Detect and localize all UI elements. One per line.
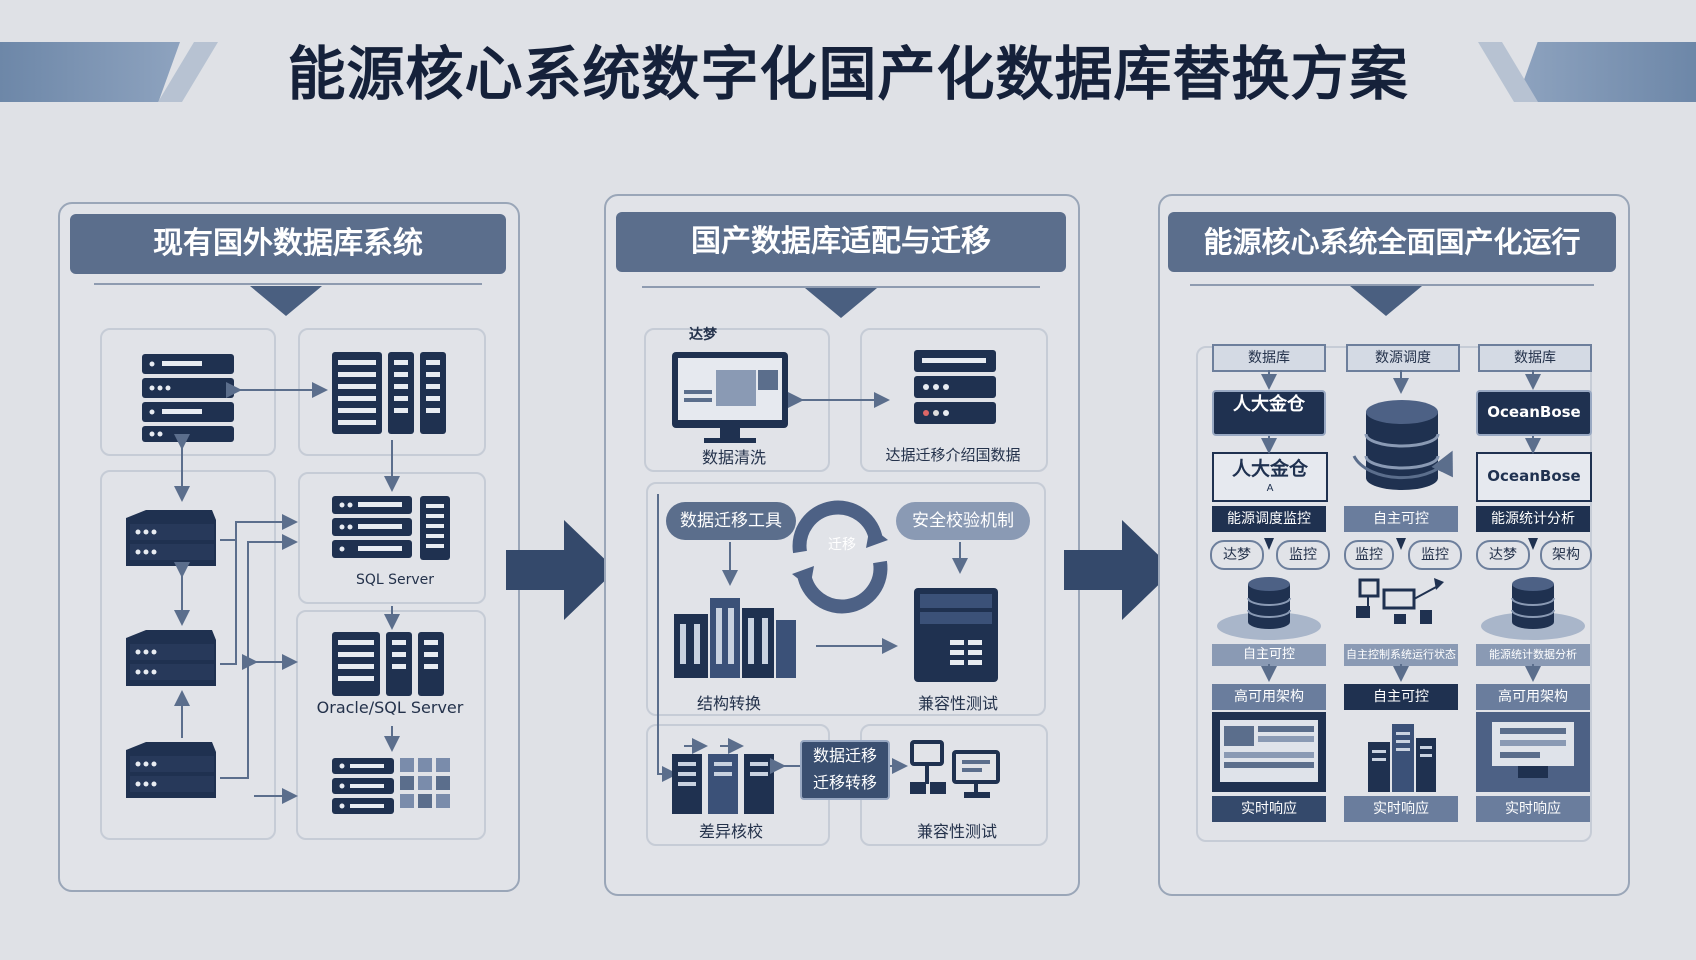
- box-server-icon-1: [126, 510, 216, 566]
- database-cylinder-icon: [1352, 400, 1453, 490]
- panel-heading-legacy: 现有国外数据库系统: [70, 214, 506, 274]
- operation-diagram-graphics: [1212, 370, 1590, 792]
- col3-arch: 高可用架构: [1476, 684, 1590, 710]
- data-racks-icon: [672, 738, 774, 814]
- migration-diagram-graphics: [657, 350, 1000, 814]
- col1-product-sub: A: [1266, 483, 1274, 494]
- col2-header: 数源调度: [1346, 344, 1460, 372]
- col3-label: 能源统计分析: [1476, 506, 1590, 532]
- label-compat-test-2: 兼容性测试: [916, 822, 997, 841]
- col1-small-tag: 自主可控: [1212, 644, 1326, 666]
- down-pointer-icon: [805, 288, 877, 318]
- col1-pill-left: 达梦: [1210, 540, 1264, 570]
- label-cycle: 迁移: [828, 537, 856, 553]
- col2-bottom: 实时响应: [1344, 796, 1458, 822]
- database-small-icon-3: [1481, 577, 1585, 640]
- tag-data-migration: 数据迁移 迁移转移: [800, 740, 890, 800]
- col1-arch: 高可用架构: [1212, 684, 1326, 710]
- col2-small-tag: 自主控制系统运行状态: [1344, 644, 1458, 666]
- migration-cycle-icon: [792, 500, 888, 614]
- tag-migration-tool: 数据迁移工具: [666, 502, 796, 540]
- buildings-small-icon: [1368, 724, 1436, 792]
- storage-rack-icon: [332, 758, 394, 814]
- dashboard-icon-3: [1476, 712, 1590, 792]
- header-stripe-right: [1516, 42, 1696, 102]
- grid-blocks-icon: [400, 758, 450, 808]
- label-oracle-sql-server: Oracle/SQL Server: [316, 698, 464, 717]
- col2-pill-right: 监控: [1408, 540, 1462, 570]
- legacy-diagram-graphics: [126, 352, 450, 814]
- group-migration-tools: [646, 482, 1046, 716]
- dashboard-icon-1: [1212, 712, 1326, 792]
- label-diff-check: 差异核校: [698, 822, 763, 841]
- panel-heading-operation: 能源核心系统全面国产化运行: [1168, 212, 1616, 272]
- data-table-icon: [332, 352, 446, 434]
- header-stripe-left: [0, 42, 180, 102]
- col3-bottom: 实时响应: [1476, 796, 1590, 822]
- flow-arrow-icon-2: [1064, 520, 1174, 620]
- col3-header: 数据库: [1478, 344, 1592, 372]
- tag-data-migration-line1: 数据迁移: [812, 746, 877, 765]
- col1-product-name: 人大金仓: [1231, 458, 1308, 480]
- label-sql-server: SQL Server: [355, 572, 435, 588]
- col3-pill-right: 架构: [1540, 540, 1592, 570]
- sql-server-rack-icon: [332, 496, 450, 560]
- rack-server-icon: [142, 354, 234, 442]
- tag-data-migration-line2: 迁移转移: [812, 773, 877, 792]
- col1-header: 数据库: [1212, 344, 1326, 372]
- col2-arch: 自主可控: [1344, 684, 1458, 710]
- col3-pill-left: 达梦: [1476, 540, 1530, 570]
- oracle-table-icon: [332, 632, 444, 696]
- col1-label: 能源调度监控: [1212, 506, 1326, 532]
- network-stations-icon: [1356, 578, 1444, 624]
- col1-bottom: 实时响应: [1212, 796, 1326, 822]
- compatibility-server-icon: [914, 588, 998, 682]
- label-structure-conversion: 结构转换: [696, 694, 761, 713]
- col3-small-tag: 能源统计数据分析: [1476, 644, 1590, 666]
- tag-security-check: 安全校验机制: [896, 502, 1030, 540]
- label-compat-test-1: 兼容性测试: [917, 694, 998, 713]
- divider: [1190, 284, 1594, 286]
- buildings-icon: [674, 598, 796, 678]
- col1-pill-right: 监控: [1276, 540, 1330, 570]
- divider: [94, 283, 482, 285]
- monitor-screen-text: 达梦: [689, 327, 717, 343]
- monitor-icon: [672, 352, 788, 443]
- workstations-icon: [910, 740, 1000, 798]
- flow-arrow-icon-1: [506, 520, 616, 620]
- col2-label: 自主可控: [1344, 506, 1458, 532]
- col1-product-box-1: 人大金仓: [1212, 390, 1326, 436]
- col3-product-box-1: OceanBose: [1476, 390, 1592, 436]
- label-data-store: 达据迁移介绍国数据: [885, 446, 1021, 464]
- label-data-cleaning: 数据清洗: [701, 448, 766, 467]
- panel-heading-migration: 国产数据库适配与迁移: [616, 212, 1066, 272]
- col2-pill-left: 监控: [1344, 540, 1394, 570]
- database-server-icon: [914, 350, 996, 424]
- divider: [642, 286, 1040, 288]
- database-small-icon-1: [1217, 577, 1321, 640]
- box-server-icon-3: [126, 742, 216, 798]
- page-title: 能源核心系统数字化国产化数据库替换方案: [287, 40, 1409, 108]
- down-pointer-icon: [250, 286, 322, 316]
- box-server-icon-2: [126, 630, 216, 686]
- down-pointer-icon: [1350, 286, 1422, 316]
